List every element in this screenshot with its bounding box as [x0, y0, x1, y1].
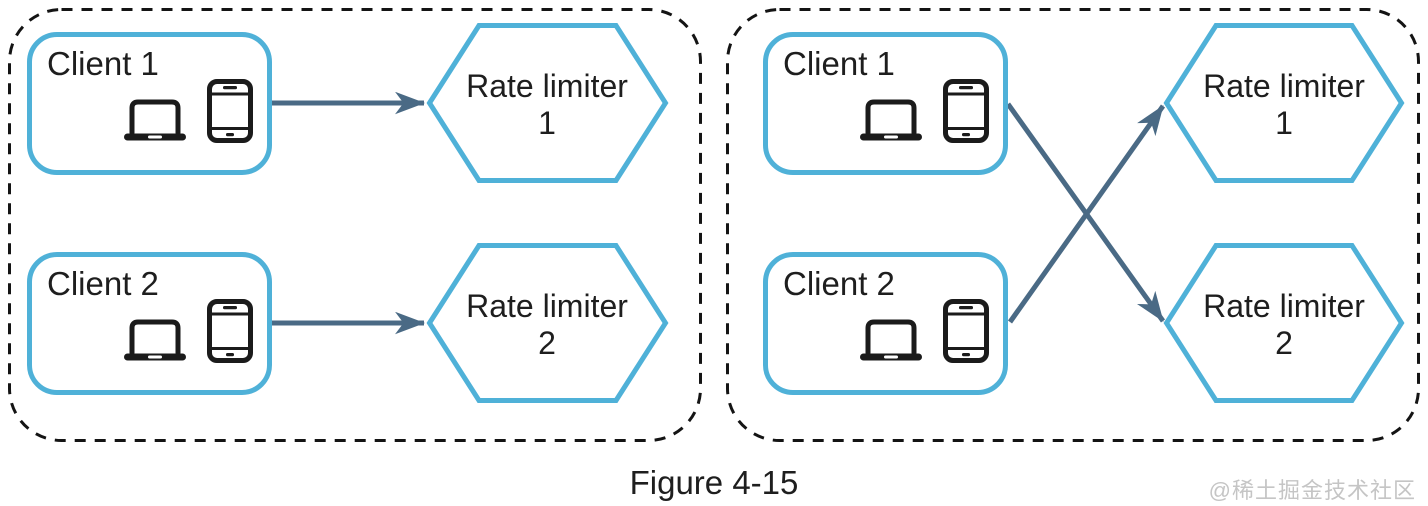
- left-rate-limiter-1-hexagon: [426, 23, 669, 183]
- laptop-icon: [860, 99, 922, 141]
- right-client-1-box: Client 1: [763, 32, 1008, 175]
- rate-limiter-number: 1: [538, 105, 556, 141]
- client-label: Client 2: [47, 265, 159, 302]
- left-rate-limiter-2-hexagon: [426, 243, 669, 403]
- rate-limiter-number: 2: [538, 325, 556, 361]
- laptop-icon: [124, 319, 186, 361]
- device-icons: [857, 299, 989, 363]
- right-panel-outline: [726, 8, 1420, 442]
- client-label: Client 1: [47, 45, 159, 82]
- figure-caption: Figure 4-15: [629, 464, 799, 501]
- smartphone-icon: [943, 79, 989, 143]
- left-panel-outline: [8, 8, 702, 442]
- arrow-right-client2-to-rate-limiter-1: [1007, 104, 1166, 324]
- left-client-1-box: Client 1: [27, 32, 272, 175]
- smartphone-icon: [207, 79, 253, 143]
- smartphone-icon: [207, 299, 253, 363]
- right-rate-limiter-1-label: Rate limiter 1: [1164, 68, 1404, 142]
- rate-limiter-number: 2: [1275, 325, 1293, 361]
- rate-limiter-name: Rate limiter: [1203, 68, 1365, 104]
- left-rate-limiter-1-label: Rate limiter 1: [427, 68, 667, 142]
- rate-limiter-name: Rate limiter: [466, 68, 628, 104]
- left-rate-limiter-2-label: Rate limiter 2: [427, 288, 667, 362]
- right-rate-limiter-2-label: Rate limiter 2: [1164, 288, 1404, 362]
- device-icons: [857, 79, 989, 143]
- community-watermark: @稀土掘金技术社区: [1208, 478, 1416, 503]
- rate-limiter-name: Rate limiter: [1203, 288, 1365, 324]
- laptop-icon: [860, 319, 922, 361]
- right-client-2-box: Client 2: [763, 252, 1008, 395]
- device-icons: [121, 299, 253, 363]
- left-client-2-box: Client 2: [27, 252, 272, 395]
- smartphone-icon: [943, 299, 989, 363]
- rate-limiter-number: 1: [1275, 105, 1293, 141]
- right-rate-limiter-2-hexagon: [1163, 243, 1405, 403]
- client-label: Client 1: [783, 45, 895, 82]
- right-rate-limiter-1-hexagon: [1163, 23, 1405, 183]
- device-icons: [121, 79, 253, 143]
- rate-limiter-name: Rate limiter: [466, 288, 628, 324]
- laptop-icon: [124, 99, 186, 141]
- client-label: Client 2: [783, 265, 895, 302]
